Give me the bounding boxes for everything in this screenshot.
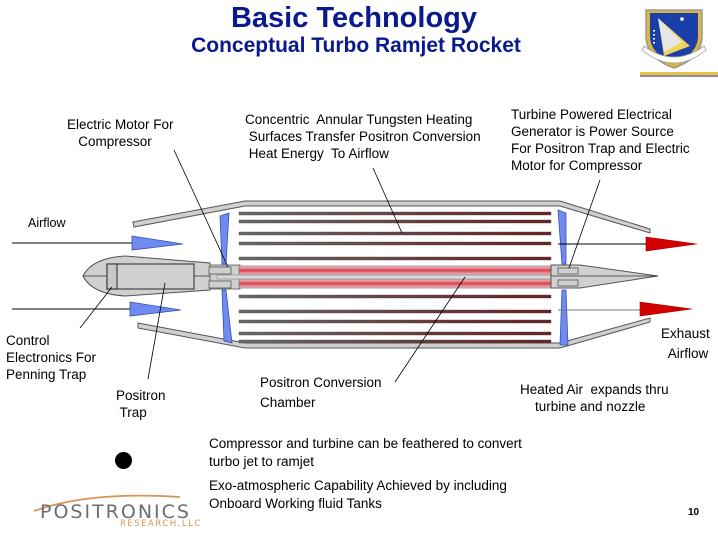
- header-gold-rule: [640, 72, 718, 75]
- leader-tungsten: [372, 167, 403, 234]
- control-electronics-box: [106, 263, 118, 290]
- label-generator: Turbine Powered Electrical Generator is …: [511, 107, 690, 173]
- heating-tube: [238, 211, 552, 216]
- leader-control-electronics: [79, 286, 113, 329]
- heating-tube: [238, 241, 552, 246]
- inlet-vane-lower: [129, 301, 182, 317]
- heating-tube: [238, 231, 552, 236]
- turbine-blade-lower: [559, 289, 569, 346]
- heating-tubes: [238, 211, 552, 344]
- leader-electric-motor: [173, 149, 229, 268]
- black-circle-bullet-icon: [115, 452, 132, 469]
- heating-tube: [238, 294, 552, 299]
- label-airflow-in: Airflow: [28, 216, 66, 230]
- leader-generator: [568, 179, 601, 269]
- leader-positron-trap: [147, 282, 166, 380]
- turbine-blade-upper: [557, 209, 567, 265]
- positronics-logo: POSITRONICS RESEARCH,LLC: [30, 493, 205, 531]
- afrl-shield-emblem-icon: [638, 6, 710, 70]
- heating-tube: [238, 309, 552, 314]
- outer-casing-top: [132, 200, 651, 234]
- label-exhaust-airflow: Exhaust Airflow: [661, 326, 710, 361]
- page-number: 10: [688, 507, 700, 518]
- logo-swoosh-icon: [33, 494, 181, 512]
- header-grey-rule: [640, 75, 718, 77]
- leader-conversion-chamber: [394, 276, 466, 383]
- compressor-blade-lower: [221, 289, 233, 344]
- logo-sub-text: RESEARCH,LLC: [120, 519, 202, 529]
- bullet-item-exo-atmospheric: Exo-atmospheric Capability Achieved by i…: [209, 478, 507, 511]
- generator-lower: [557, 279, 579, 287]
- conversion-chamber-lower: [238, 278, 552, 289]
- generator-upper: [557, 267, 579, 275]
- drive-shaft: [216, 274, 555, 280]
- heating-tube: [238, 339, 552, 344]
- electric-motor-upper: [208, 266, 232, 275]
- label-electric-motor: Electric Motor For Compressor: [67, 117, 174, 149]
- exhaust-arrow-upper: [645, 236, 698, 252]
- label-conversion-chamber: Positron Conversion Chamber: [260, 375, 382, 410]
- exhaust-arrow-lower: [639, 301, 693, 317]
- heating-tube: [238, 319, 552, 324]
- positron-trap-box: [106, 263, 195, 290]
- label-heated-air: Heated Air expands thru turbine and nozz…: [520, 382, 669, 414]
- slide-title: Basic Technology: [230, 2, 478, 34]
- label-control-electronics: Control Electronics For Penning Trap: [6, 333, 97, 382]
- bullet-item-feathered: Compressor and turbine can be feathered …: [209, 436, 522, 469]
- compressor-blade-upper: [219, 212, 230, 265]
- electric-motor-lower: [208, 280, 232, 289]
- slide-subtitle: Conceptual Turbo Ramjet Rocket: [191, 34, 521, 57]
- heating-tube: [238, 219, 552, 224]
- conversion-chamber-upper: [238, 265, 552, 276]
- inlet-vane-upper: [131, 235, 184, 251]
- label-positron-trap: Positron Trap: [116, 388, 166, 420]
- heating-tube: [238, 331, 552, 336]
- heating-tube: [238, 256, 552, 261]
- logo-main-text: POSITRONICS: [40, 501, 191, 523]
- label-tungsten-heating: Concentric Annular Tungsten Heating Surf…: [245, 112, 481, 161]
